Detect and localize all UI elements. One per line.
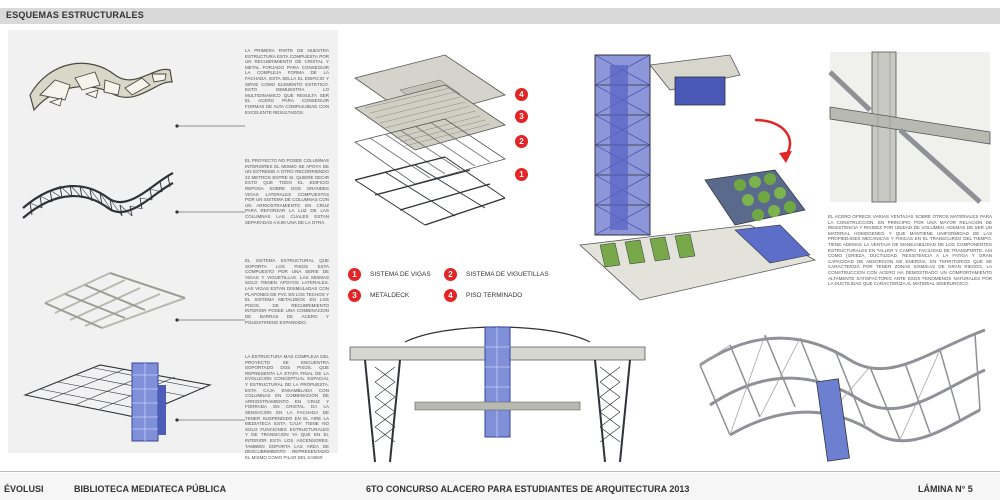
layer-badge-1: 1 [515, 168, 528, 181]
legend-badge-2: 2 [444, 268, 457, 281]
legend-badge-4: 4 [444, 289, 457, 302]
full-structure-drawing [699, 328, 986, 462]
layer-badge-4: 4 [515, 88, 528, 101]
leader-line-1 [175, 124, 245, 128]
footer-sheet-number: LÁMINA N° 5 [918, 484, 973, 494]
left-panel [8, 30, 338, 453]
legend-label-metaldeck: METALDECK [370, 292, 410, 299]
wavy-truss-drawing [22, 172, 174, 219]
legend-badge-1: 1 [348, 268, 361, 281]
beam-grid-drawing [44, 272, 186, 329]
description-facade: LA PRIMERA PARTE DE NUESTRA ESTRUCTURA E… [245, 48, 329, 115]
floor-layers-drawing [354, 54, 506, 226]
leader-line-2 [175, 210, 245, 214]
footer-divider [0, 471, 1000, 472]
column-joint-detail [828, 51, 991, 204]
description-box-structure: LA ESTRUCTURA MAS COMPLEJA DEL PROYECTO … [245, 354, 329, 460]
footer-bar [0, 473, 1000, 500]
legend-label-finish-floor: PISO TERMINADO [466, 292, 523, 299]
description-floor-system: EL SISTEMA ESTRUCTURAL QUE SOPORTA LOS P… [245, 258, 329, 325]
page-title: ESQUEMAS ESTRUCTURALES [6, 10, 144, 20]
leader-line-3 [175, 318, 245, 322]
tower-assembly-drawing [579, 54, 817, 301]
legend-badge-3: 3 [348, 289, 361, 302]
footer-brand: ÉVOLUSI [4, 484, 44, 494]
legend-label-joists: SISTEMA DE VIGUETILLAS [466, 271, 549, 278]
leader-line-4 [175, 418, 245, 422]
bridge-structure-drawing [349, 326, 646, 463]
footer-project: BIBLIOTECA MEDIATECA PÚBLICA [74, 484, 227, 494]
layer-badge-2: 2 [515, 135, 528, 148]
layer-badge-3: 3 [515, 110, 528, 123]
description-beams: EL PROYECTO NO POSEE COLUMNAS INTERIORES… [245, 158, 329, 225]
description-steel-advantages: EL ACERO OFRECE VARIAS VENTAJAS SOBRE OT… [828, 214, 992, 287]
glass-tower-drawing [23, 362, 212, 442]
legend-label-beams: SISTEMA DE VIGAS [370, 271, 431, 278]
footer-contest: 6TO CONCURSO ALACERO PARA ESTUDIANTES DE… [366, 484, 690, 494]
title-bar: ESQUEMAS ESTRUCTURALES [0, 8, 1000, 24]
facade-shell-drawing [29, 62, 173, 112]
